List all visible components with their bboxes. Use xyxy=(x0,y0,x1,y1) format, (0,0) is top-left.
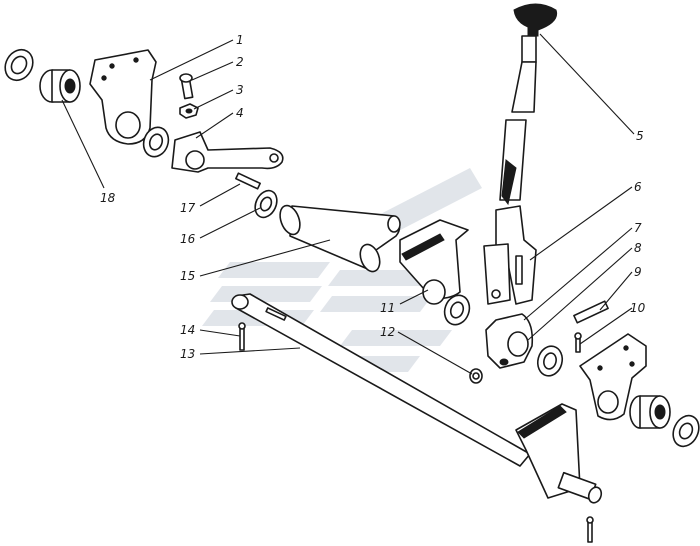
part-12-small-washer xyxy=(469,368,483,384)
part-17-pin xyxy=(235,172,261,190)
callout-15: 15 xyxy=(180,269,195,283)
part-5-gear-lever xyxy=(511,3,558,113)
cotter-pin-bottom xyxy=(586,516,594,543)
callout-2: 2 xyxy=(236,55,244,69)
part-10-cotter-pin xyxy=(574,332,582,353)
callout-13: 13 xyxy=(180,347,195,361)
part-9-pin xyxy=(573,300,609,324)
washer-11 xyxy=(443,294,471,326)
washer-left xyxy=(4,48,34,82)
callout-9: 9 xyxy=(634,265,642,279)
washer-1 xyxy=(142,126,170,158)
part-2-bolt xyxy=(179,73,194,100)
callout-12: 12 xyxy=(380,325,395,339)
callout-11: 11 xyxy=(380,301,395,315)
leader-lines xyxy=(61,33,635,375)
part-1-bracket xyxy=(89,49,157,145)
part-11-fork xyxy=(399,219,469,305)
callout-10: 10 xyxy=(630,301,646,315)
callout-16: 16 xyxy=(180,232,196,246)
part-15-tube xyxy=(279,204,401,273)
part-18-bushing xyxy=(39,69,81,103)
callout-labels: 1 2 3 4 5 6 7 8 9 10 11 12 13 14 15 16 1… xyxy=(100,33,646,361)
part-6-lever-clevis xyxy=(483,119,537,305)
callout-3: 3 xyxy=(236,83,244,97)
callout-1: 1 xyxy=(236,33,244,47)
callout-7: 7 xyxy=(634,221,642,235)
part-7-8-socket xyxy=(485,313,534,369)
callout-4: 4 xyxy=(236,106,244,120)
part-14-cotter-pin xyxy=(238,322,246,351)
callout-18: 18 xyxy=(100,191,116,205)
part-16-washer xyxy=(254,189,278,219)
part-13-rod xyxy=(231,293,603,504)
callout-17: 17 xyxy=(180,201,196,215)
part-4-lever xyxy=(171,131,284,173)
callout-8: 8 xyxy=(634,241,642,255)
washer-right xyxy=(672,414,700,448)
bracket-right xyxy=(579,333,647,421)
callout-6: 6 xyxy=(634,180,642,194)
callout-14: 14 xyxy=(180,323,195,337)
part-3-nut xyxy=(179,103,199,119)
bushing-right xyxy=(629,395,671,429)
washer-8 xyxy=(536,345,564,377)
callout-5: 5 xyxy=(636,129,644,143)
